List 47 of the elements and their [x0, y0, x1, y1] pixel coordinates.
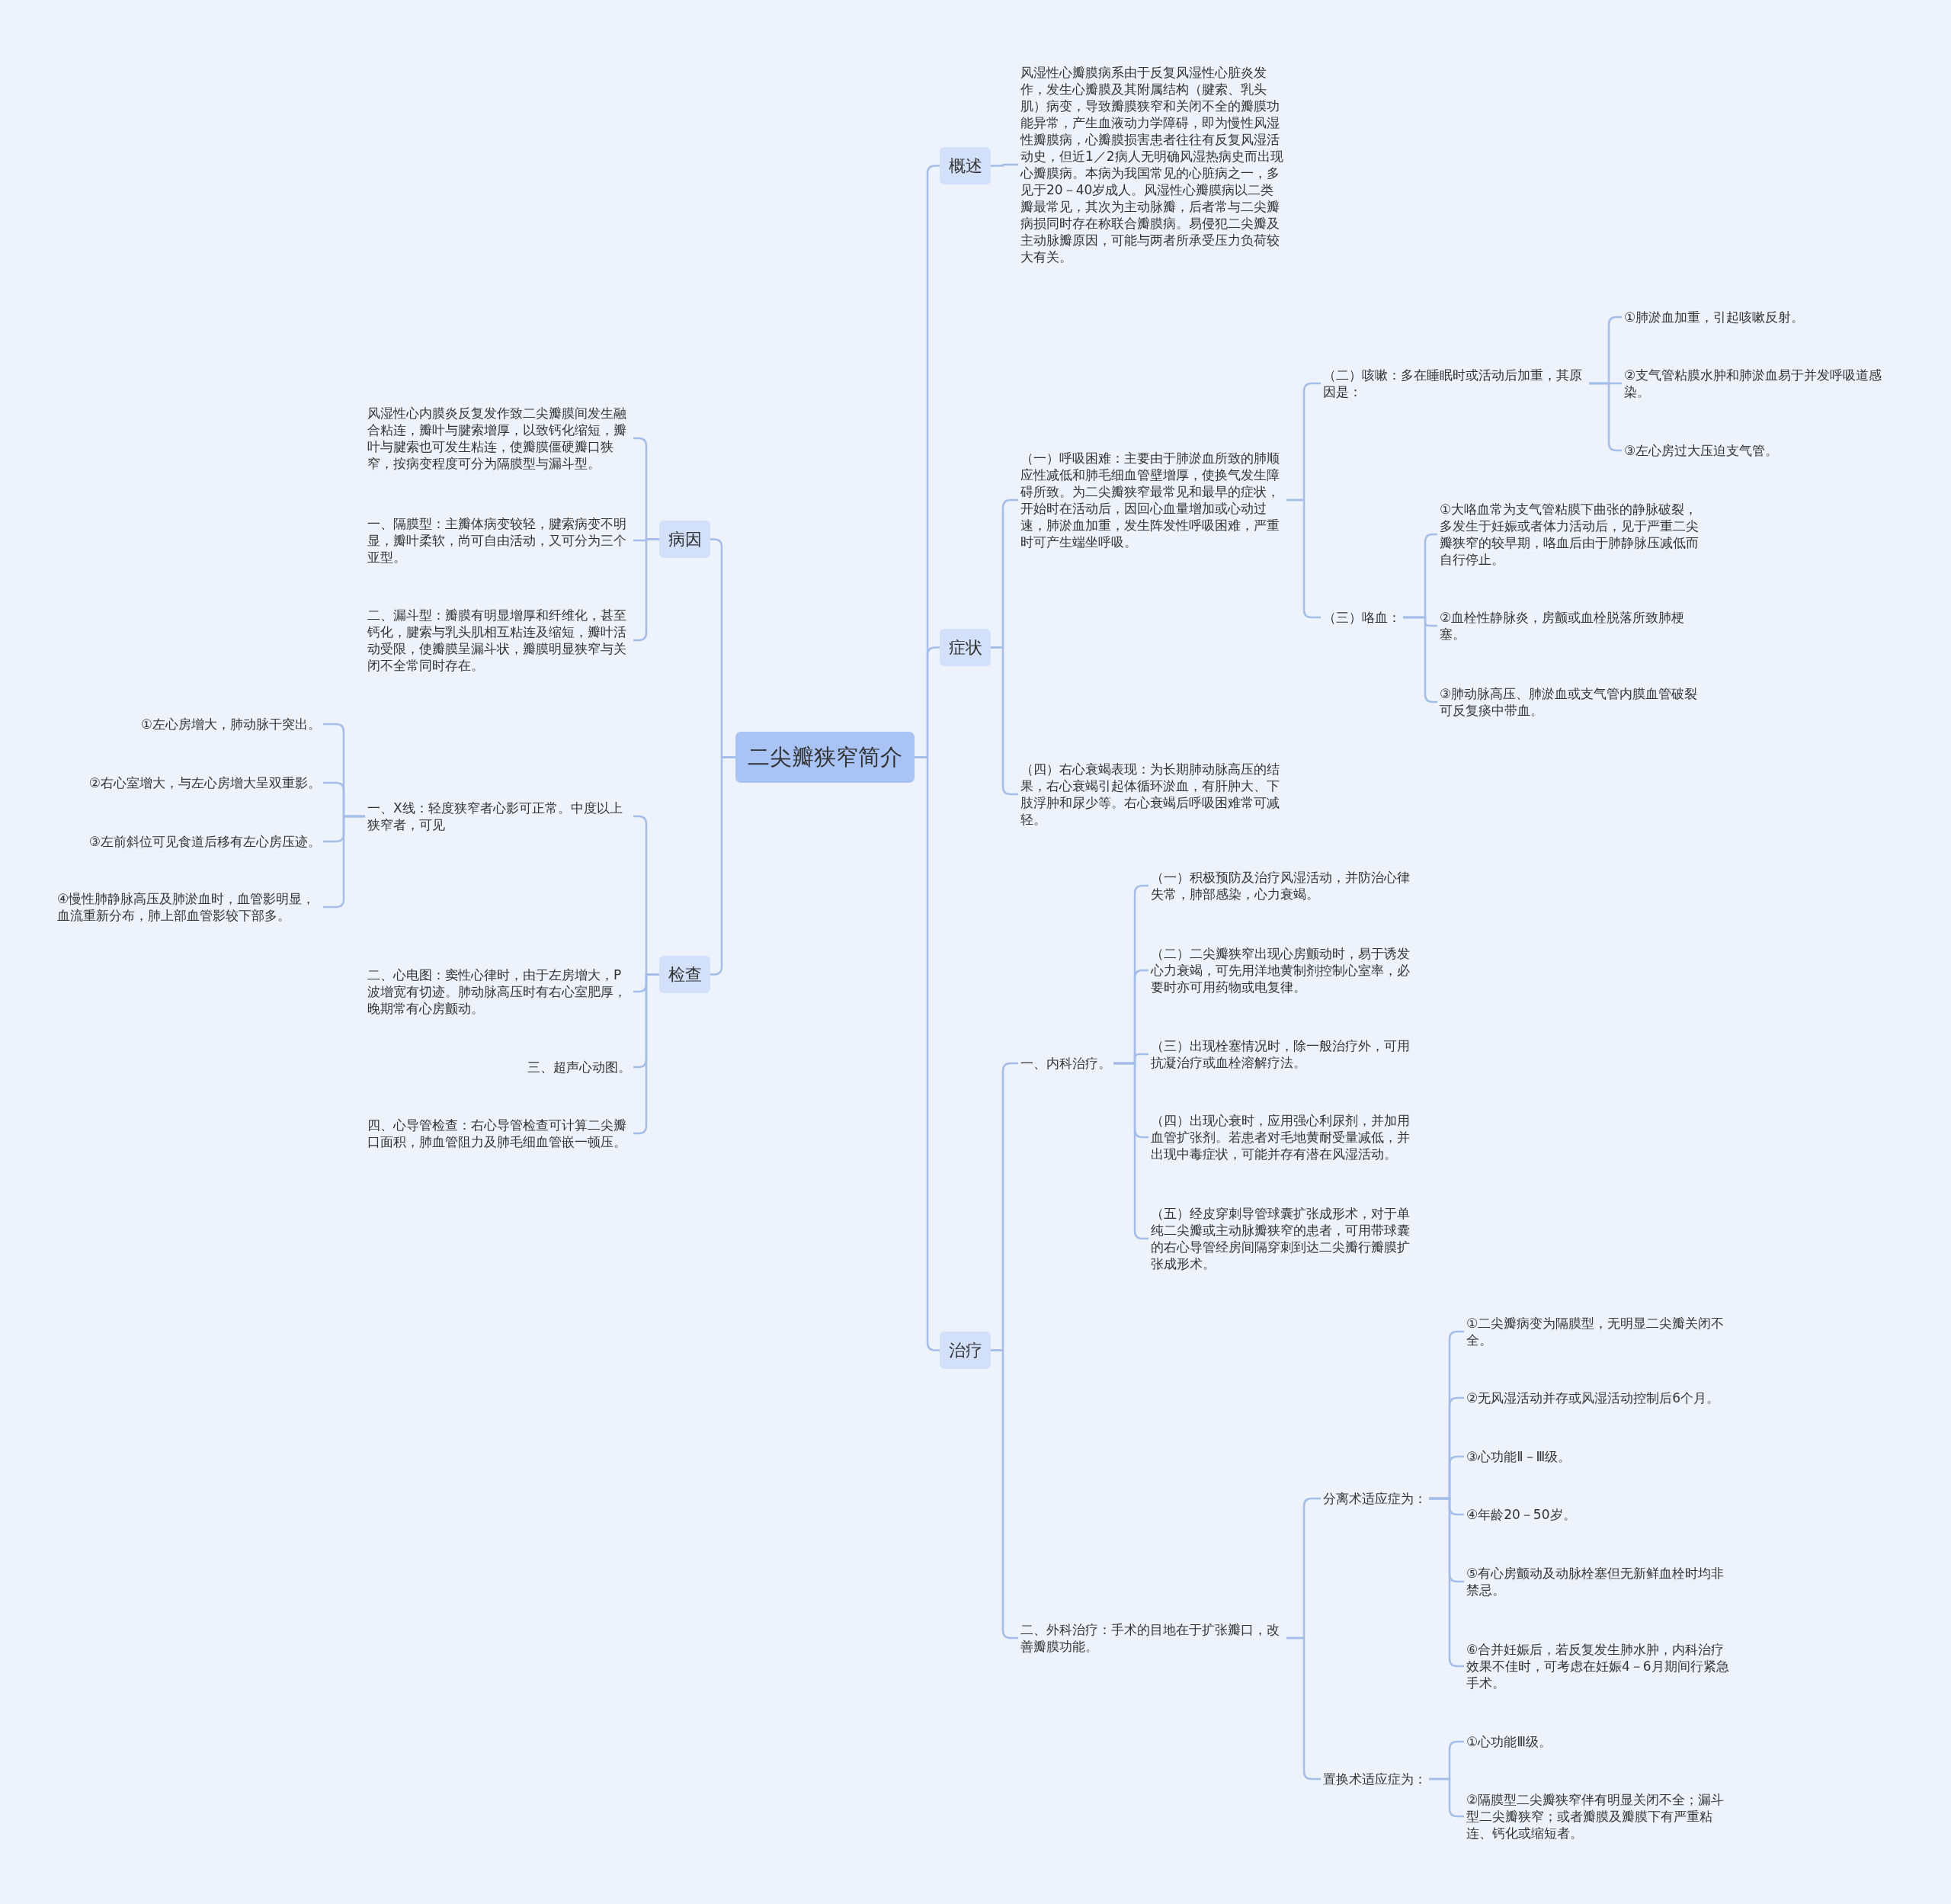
topic-text: ②右心室增大，与左心房增大呈双重影。 [86, 773, 323, 793]
topic-text: 二、心电图：窦性心律时，由于左房增大，P波增宽有切迹。肺动脉高压时有右心室肥厚，晚期常有心房颤动。 [365, 965, 633, 1018]
topic-text: 一、隔膜型：主瓣体病变较轻，腱索病变不明显，瓣叶柔软，尚可自由活动，又可分为三个亚型。 [365, 514, 633, 567]
branch-topic-box: 概述 [940, 147, 991, 184]
topic-text: 四、心导管检查：右心导管检查可计算二尖瓣口面积，肺血管阻力及肺毛细血管嵌一顿压。 [365, 1115, 633, 1152]
topic-text: ①左心房增大，肺动脉干突出。 [138, 714, 323, 734]
topic-text: ③左前斜位可见食道后移有左心房压迹。 [86, 832, 323, 851]
topic-text: ④慢性肺静脉高压及肺淤血时，血管影明显，血流重新分布，肺上部血管影较下部多。 [55, 889, 323, 925]
branch-topic-box: 症状 [940, 629, 991, 666]
topic-text: ③心功能Ⅱ－Ⅲ级。 [1464, 1447, 1574, 1466]
topic-text: 三、超声心动图。 [525, 1057, 633, 1077]
topic-text: （一）积极预防及治疗风湿活动，并防治心律失常，肺部感染，心力衰竭。 [1148, 867, 1417, 904]
topic-text: 风湿性心内膜炎反复发作致二尖瓣膜间发生融合粘连，瓣叶与腱索增厚，以致钙化缩短，瓣叶与腱索也可发生粘连，使瓣膜僵硬瓣口狭窄，按病变程度可分为隔膜型与漏斗型。 [365, 403, 633, 473]
topic-text: 二、外科治疗：手术的目地在于扩张瓣口，改善瓣膜功能。 [1018, 1620, 1286, 1656]
topic-text: ①肺淤血加重，引起咳嗽反射。 [1622, 307, 1807, 327]
topic-text: （三）出现栓塞情况时，除一般治疗外，可用抗凝治疗或血栓溶解疗法。 [1148, 1036, 1417, 1072]
topic-text: ②隔膜型二尖瓣狭窄伴有明显关闭不全；漏斗型二尖瓣狭窄；或者瓣膜及瓣膜下有严重粘连、钙化或缩短者。 [1464, 1790, 1732, 1843]
topic-text: ⑥合并妊娠后，若反复发生肺水肿，内科治疗效果不佳时，可考虑在妊娠4－6月期间行紧急手术。 [1464, 1640, 1732, 1693]
topic-text: （一）呼吸困难：主要由于肺淤血所致的肺顺应性减低和肺毛细血管壁增厚，使换气发生障碍所致。为二尖瓣狭窄最常见和最早的症状，开始时在活动后，因回心血量增加或心动过速，肺淤血加重，发生阵发性呼吸困难，严重时可产生端坐呼吸。 [1018, 448, 1286, 552]
topic-text: 二、漏斗型：瓣膜有明显增厚和纤维化，甚至钙化，腱索与乳头肌相互粘连及缩短，瓣叶活动受限，使瓣膜呈漏斗状，瓣膜明显狭窄与关闭不全常同时存在。 [365, 605, 633, 675]
topic-text: 分离术适应症为： [1321, 1489, 1429, 1508]
topic-text: ③左心房过大压迫支气管。 [1622, 441, 1781, 460]
topic-text: ①大咯血常为支气管粘膜下曲张的静脉破裂，多发生于妊娠或者体力活动后，见于严重二尖瓣狭窄的较早期，咯血后由于肺静脉压减低而自行停止。 [1437, 499, 1706, 569]
topic-text: 风湿性心瓣膜病系由于反复风湿性心脏炎发作，发生心瓣膜及其附属结构（腱索、乳头肌）病变，导致瓣膜狭窄和关闭不全的瓣膜功能异常，产生血液动力学障碍，即为慢性风湿性瓣膜病，心瓣膜损害患者往往有反复风湿活动史，但近1／2病人无明确风湿热病史而出现心瓣膜病。本病为我国常见的心脏病之一，多见于20－40岁成人。风湿性心瓣膜病以二类瓣最常见，其次为主动脉瓣，后者常与二尖瓣病损同时存在称联合瓣膜病。易侵犯二尖瓣及主动脉瓣原因，可能与两者所承受压力负荷较大有关。 [1018, 63, 1286, 267]
topic-text: （四）出现心衰时，应用强心利尿剂，并加用血管扩张剂。若患者对毛地黄耐受量减低，并出现中毒症状，可能并存有潜在风湿活动。 [1148, 1111, 1417, 1164]
topic-text: （三）咯血： [1321, 607, 1403, 627]
topic-text: 置换术适应症为： [1321, 1769, 1429, 1789]
topic-text: ④年龄20－50岁。 [1464, 1505, 1578, 1524]
topic-text: ②无风湿活动并存或风湿活动控制后6个月。 [1464, 1388, 1722, 1408]
branch-topic-box: 治疗 [940, 1332, 991, 1369]
topic-text: （二）咳嗽：多在睡眠时或活动后加重，其原因是： [1321, 365, 1589, 402]
topic-text: ①心功能Ⅲ级。 [1464, 1732, 1554, 1752]
topic-text: （四）右心衰竭表现：为长期肺动脉高压的结果，右心衰竭引起体循环淤血，有肝肿大、下肢浮肿和尿少等。右心衰竭后呼吸困难常可减轻。 [1018, 759, 1286, 829]
topic-text: （五）经皮穿刺导管球囊扩张成形术，对于单纯二尖瓣或主动脉瓣狭窄的患者，可用带球囊的右心导管经房间隔穿刺到达二尖瓣行瓣膜扩张成形术。 [1148, 1204, 1417, 1274]
topic-text: ③肺动脉高压、肺淤血或支气管内膜血管破裂可反复痰中带血。 [1437, 684, 1706, 720]
topic-text: （二）二尖瓣狭窄出现心房颤动时，易于诱发心力衰竭，可先用洋地黄制剂控制心室率，必要时亦可用药物或电复律。 [1148, 944, 1417, 997]
topic-text: 一、X线：轻度狭窄者心影可正常。中度以上狭窄者，可见 [365, 798, 633, 835]
connector-line [991, 163, 1018, 167]
topic-text: 一、内科治疗。 [1018, 1053, 1113, 1073]
topic-text: ②血栓性静脉炎，房颤或血栓脱落所致肺梗塞。 [1437, 607, 1706, 644]
topic-text: ②支气管粘膜水肿和肺淤血易于并发呼吸道感染。 [1622, 365, 1890, 402]
central-topic-box: 二尖瓣狭窄简介 [735, 732, 915, 783]
connector-line [1429, 1777, 1464, 1818]
branch-topic-box: 病因 [659, 521, 710, 558]
topic-text: ⑤有心房颤动及动脉栓塞但无新鲜血栓时均非禁忌。 [1464, 1563, 1732, 1600]
topic-text: ①二尖瓣病变为隔膜型，无明显二尖瓣关闭不全。 [1464, 1313, 1732, 1350]
branch-topic-box: 检查 [659, 956, 710, 993]
